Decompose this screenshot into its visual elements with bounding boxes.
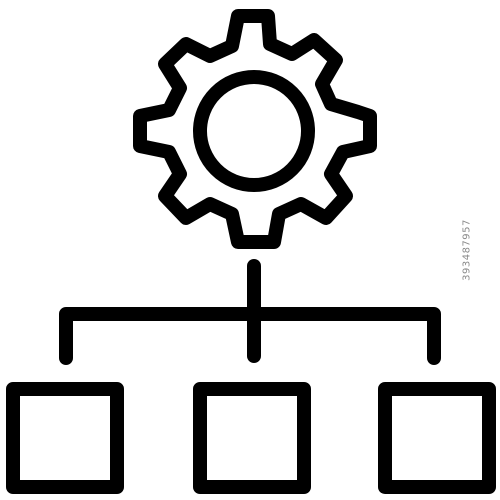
gear-hole — [193, 70, 315, 192]
watermark-id-text: 393487957 — [461, 219, 473, 281]
connector-horizontal — [59, 307, 441, 365]
gear-outline — [133, 9, 377, 249]
box-right — [378, 382, 496, 494]
gear-icon — [133, 9, 377, 249]
box-center — [193, 382, 311, 494]
hierarchy-boxes — [6, 382, 496, 494]
box-left — [6, 382, 124, 494]
hierarchy-connectors — [59, 259, 441, 365]
